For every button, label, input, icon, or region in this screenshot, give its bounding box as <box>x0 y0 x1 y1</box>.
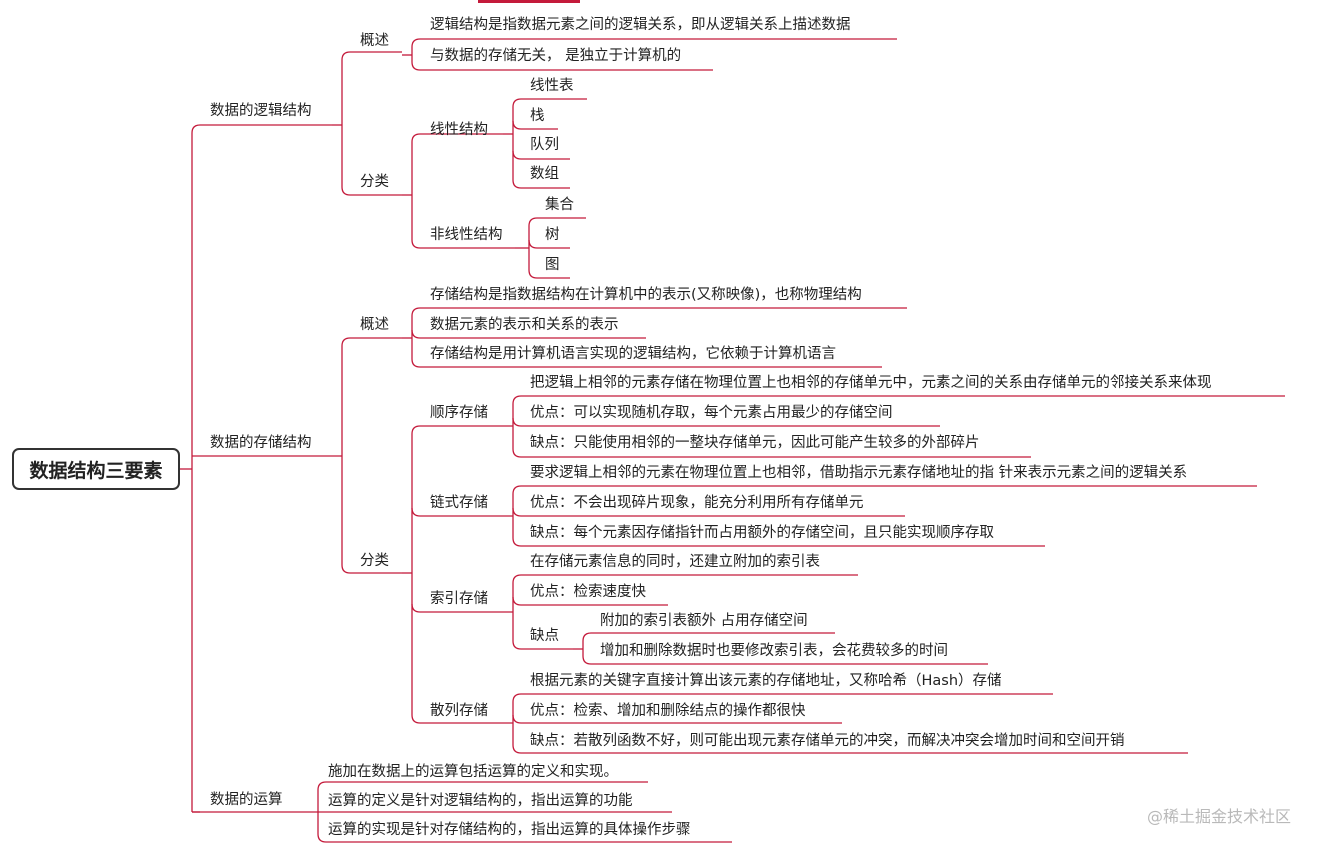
node-logic-overview-2[interactable]: 与数据的存储无关， 是独立于计算机的 <box>430 48 682 64</box>
node-set[interactable]: 集合 <box>545 197 574 213</box>
node-indexed[interactable]: 索引存储 <box>430 591 488 607</box>
node-operations-3[interactable]: 运算的实现是针对存储结构的，指出运算的具体操作步骤 <box>328 822 691 838</box>
node-linear[interactable]: 线性结构 <box>430 122 488 138</box>
node-stack[interactable]: 栈 <box>530 108 545 124</box>
node-linked[interactable]: 链式存储 <box>430 495 488 511</box>
node-storage-overview-1[interactable]: 存储结构是指数据结构在计算机中的表示(又称映像)，也称物理结构 <box>430 287 862 303</box>
node-storage-structure[interactable]: 数据的存储结构 <box>210 435 312 451</box>
node-hashed-1[interactable]: 根据元素的关键字直接计算出该元素的存储地址，又称哈希（Hash）存储 <box>530 673 1002 689</box>
watermark: @稀土掘金技术社区 <box>1147 807 1292 826</box>
node-logic-classify[interactable]: 分类 <box>360 174 389 190</box>
node-linked-1[interactable]: 要求逻辑上相邻的元素在物理位置上也相邻，借助指示元素存储地址的指 针来表示元素之… <box>530 465 1188 481</box>
node-logic-overview-1[interactable]: 逻辑结构是指数据元素之间的逻辑关系，即从逻辑关系上描述数据 <box>430 17 851 33</box>
node-array[interactable]: 数组 <box>530 166 559 182</box>
node-queue[interactable]: 队列 <box>530 137 559 153</box>
node-operations-1[interactable]: 施加在数据上的运算包括运算的定义和实现。 <box>328 764 618 780</box>
node-storage-overview[interactable]: 概述 <box>360 317 389 333</box>
node-indexed-cons-1[interactable]: 附加的索引表额外 占用存储空间 <box>600 613 808 629</box>
node-storage-classify[interactable]: 分类 <box>360 553 389 569</box>
node-indexed-cons-2[interactable]: 增加和删除数据时也要修改索引表，会花费较多的时间 <box>600 643 948 659</box>
node-indexed-1[interactable]: 在存储元素信息的同时，还建立附加的索引表 <box>530 554 820 570</box>
node-operations-2[interactable]: 运算的定义是针对逻辑结构的，指出运算的功能 <box>328 793 633 809</box>
node-hashed-2[interactable]: 优点：检索、增加和删除结点的操作都很快 <box>530 703 806 719</box>
node-indexed-2[interactable]: 优点：检索速度快 <box>530 584 646 600</box>
node-hashed-3[interactable]: 缺点：若散列函数不好，则可能出现元素存储单元的冲突，而解决冲突会增加时间和空间开… <box>530 733 1125 749</box>
root-node[interactable]: 数据结构三要素 <box>12 448 180 490</box>
node-storage-overview-2[interactable]: 数据元素的表示和关系的表示 <box>430 317 619 333</box>
node-linked-2[interactable]: 优点：不会出现碎片现象，能充分利用所有存储单元 <box>530 495 864 511</box>
node-linear-list[interactable]: 线性表 <box>530 78 574 94</box>
node-operations[interactable]: 数据的运算 <box>210 792 283 808</box>
node-sequential-1[interactable]: 把逻辑上相邻的元素存储在物理位置上也相邻的存储单元中，元素之间的关系由存储单元的… <box>530 375 1212 391</box>
node-logic-overview[interactable]: 概述 <box>360 33 389 49</box>
node-storage-overview-3[interactable]: 存储结构是用计算机语言实现的逻辑结构，它依赖于计算机语言 <box>430 346 836 362</box>
node-graph[interactable]: 图 <box>545 257 560 273</box>
node-nonlinear[interactable]: 非线性结构 <box>430 227 503 243</box>
node-sequential-3[interactable]: 缺点：只能使用相邻的一整块存储单元，因此可能产生较多的外部碎片 <box>530 435 980 451</box>
node-linked-3[interactable]: 缺点：每个元素因存储指针而占用额外的存储空间，且只能实现顺序存取 <box>530 525 994 541</box>
node-sequential[interactable]: 顺序存储 <box>430 405 488 421</box>
node-sequential-2[interactable]: 优点：可以实现随机存取，每个元素占用最少的存储空间 <box>530 405 893 421</box>
top-edge-stub <box>478 0 580 3</box>
node-hashed[interactable]: 散列存储 <box>430 703 488 719</box>
node-tree[interactable]: 树 <box>545 227 560 243</box>
node-indexed-cons[interactable]: 缺点 <box>530 628 559 644</box>
node-logic-structure[interactable]: 数据的逻辑结构 <box>210 103 312 119</box>
